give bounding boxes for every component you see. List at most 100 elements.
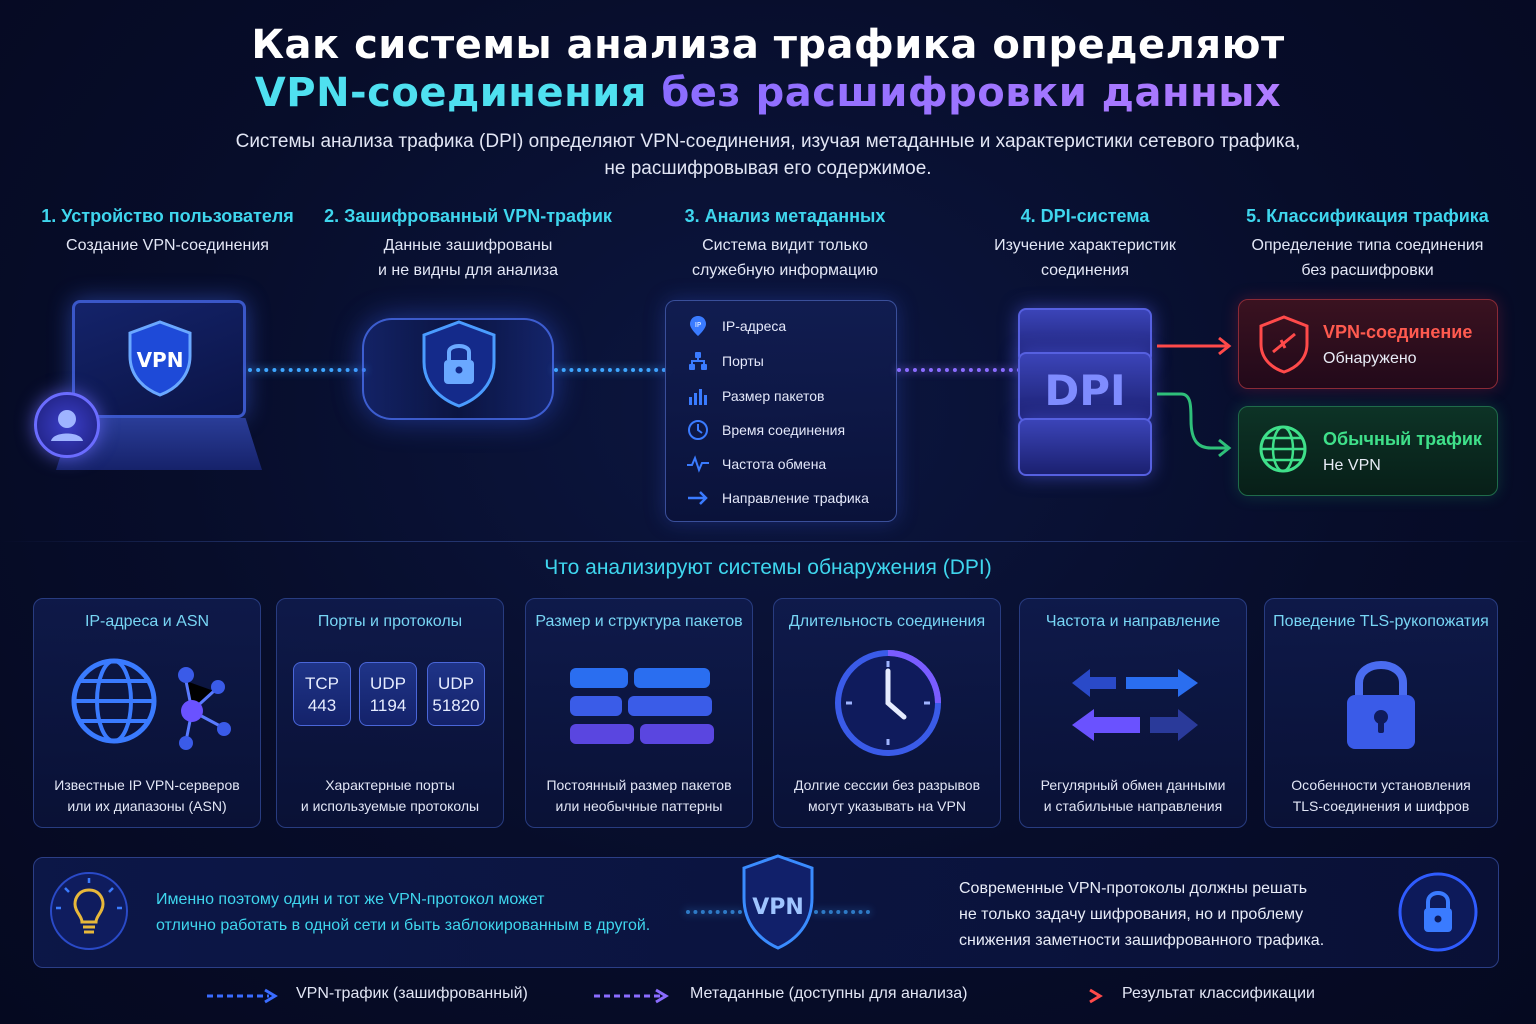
clock-icon xyxy=(685,418,711,442)
meta-item-label: Время соединения xyxy=(722,422,846,438)
metadata-line xyxy=(897,368,1021,372)
classification-arrows xyxy=(1157,336,1232,458)
legend-result-arrow-icon xyxy=(1038,988,1103,1004)
feature-card-ip: IP-адреса и ASN Известные IP VPN-серверо… xyxy=(33,598,261,828)
lock-circle-icon xyxy=(1398,872,1478,952)
step-3-desc-line1: Система видит только xyxy=(702,237,868,254)
packet-block-icon xyxy=(570,668,628,688)
result-vpn-sub: Обнаружено xyxy=(1323,350,1417,367)
broken-shield-icon xyxy=(1259,315,1309,374)
decor-line-right xyxy=(814,910,870,914)
bar-chart-icon xyxy=(685,384,711,408)
meta-item-time: Время соединения xyxy=(685,418,845,442)
vpn-shield-icon xyxy=(742,854,814,950)
bottom-left-text: Именно поэтому один и тот же VPN-протоко… xyxy=(156,891,651,934)
vpn-shield-icon xyxy=(128,320,192,397)
vpn-traffic-line-2 xyxy=(554,368,666,372)
dpi-server-unit-middle xyxy=(1018,352,1152,422)
step-1-title: 1. Устройство пользователя xyxy=(41,206,294,226)
metadata-card xyxy=(665,300,897,522)
feature-title: Частота и направление xyxy=(1045,613,1221,630)
location-pin-icon: IP xyxy=(685,314,711,338)
bidirectional-arrows-icon xyxy=(1072,669,1198,741)
globe-icon xyxy=(1259,425,1307,473)
feature-title: IP-адреса и ASN xyxy=(84,613,210,630)
step-5-desc-line2: без расшифровки xyxy=(1301,262,1434,279)
dpi-server-unit-bottom xyxy=(1018,418,1152,476)
legend-vpn-arrow-icon xyxy=(207,988,278,1004)
meta-item-ip: IP IP-адреса xyxy=(685,314,786,338)
legend-vpn-label: VPN-трафик (зашифрованный) xyxy=(296,985,528,1002)
feature-card-tls: Поведение TLS-рукопожатия Особенности ус… xyxy=(1264,598,1498,828)
page-title: Как системы анализа трафика определяют xyxy=(251,22,1285,68)
clock-icon xyxy=(835,650,941,756)
meta-item-frequency: Частота обмена xyxy=(685,452,826,476)
meta-item-label: IP-адреса xyxy=(722,318,787,334)
packet-block-icon xyxy=(628,696,712,716)
step-1-desc: Создание VPN-соединения xyxy=(66,237,269,254)
title-highlight-vpn: VPN-соединения xyxy=(254,70,647,116)
lock-shield-icon xyxy=(422,320,496,408)
result-normal-title: Обычный трафик xyxy=(1323,429,1482,449)
meta-item-ports: Порты xyxy=(685,349,764,373)
packet-block-icon xyxy=(570,724,634,744)
bottom-vpn-label: VPN xyxy=(752,895,804,920)
legend-metadata-arrow-icon xyxy=(594,988,669,1004)
padlock-icon xyxy=(1347,661,1415,749)
step-5-title: 5. Классификация трафика xyxy=(1246,206,1489,226)
dpi-label: DPI xyxy=(1044,366,1126,415)
title-highlight-decrypt: без расшифровки данных xyxy=(661,70,1282,116)
meta-item-label: Порты xyxy=(722,353,764,369)
step-2-title: 2. Зашифрованный VPN-трафик xyxy=(324,206,612,226)
result-normal-card: Обычный трафик Не VPN xyxy=(1238,406,1498,496)
legend-metadata-label: Метаданные (доступны для анализа) xyxy=(690,985,968,1002)
result-vpn-card: VPN-соединение Обнаружено xyxy=(1238,299,1498,389)
section-divider xyxy=(0,541,1536,542)
feature-card-duration: Длительность соединения Долгие сессии бе… xyxy=(773,598,1001,828)
result-normal-sub: Не VPN xyxy=(1323,457,1381,474)
subtitle-line1: Системы анализа трафика (DPI) определяют… xyxy=(235,131,1301,152)
feature-title: Размер и структура пакетов xyxy=(535,613,743,630)
meta-item-packet-size: Размер пакетов xyxy=(685,384,824,408)
meta-item-label: Размер пакетов xyxy=(722,388,825,404)
feature-card-frequency: Частота и направление Регулярный обмен д… xyxy=(1019,598,1247,828)
arrow-right-icon xyxy=(685,486,711,510)
meta-item-label: Направление трафика xyxy=(722,490,869,506)
svg-text:IP: IP xyxy=(695,321,701,329)
section-title: Что анализируют системы обнаружения (DPI… xyxy=(544,556,992,579)
step-4-desc-line2: соединения xyxy=(1040,262,1130,279)
user-avatar-icon xyxy=(34,392,100,458)
step-2-desc-line1: Данные зашифрованы xyxy=(383,237,553,254)
packet-block-icon xyxy=(634,668,710,688)
legend-result-label: Результат классификации xyxy=(1122,985,1315,1002)
network-nodes-icon xyxy=(685,349,711,373)
decor-line-left xyxy=(686,910,742,914)
step-3-title: 3. Анализ метаданных xyxy=(684,206,886,226)
feature-title: Длительность соединения xyxy=(788,613,986,630)
laptop-vpn-label: VPN xyxy=(136,348,184,372)
step-2-desc-line2: и не видны для анализа xyxy=(377,262,559,279)
result-vpn-title: VPN-соединение xyxy=(1323,322,1473,342)
feature-title: Порты и протоколы xyxy=(317,613,463,630)
lightbulb-icon xyxy=(50,872,128,950)
meta-item-label: Частота обмена xyxy=(722,456,827,472)
step-5-desc-line1: Определение типа соединения xyxy=(1251,237,1484,254)
packet-block-icon xyxy=(570,696,622,716)
pulse-icon xyxy=(685,452,711,476)
step-3-desc-line2: служебную информацию xyxy=(691,262,879,279)
vpn-traffic-line-1 xyxy=(248,368,366,372)
subtitle-line2: не расшифровывая его содержимое. xyxy=(604,158,932,179)
page-title-line2: VPN-соединения без расшифровки данных xyxy=(0,70,1536,116)
meta-item-direction: Направление трафика xyxy=(685,486,869,510)
step-4-title: 4. DPI-система xyxy=(1020,206,1150,226)
